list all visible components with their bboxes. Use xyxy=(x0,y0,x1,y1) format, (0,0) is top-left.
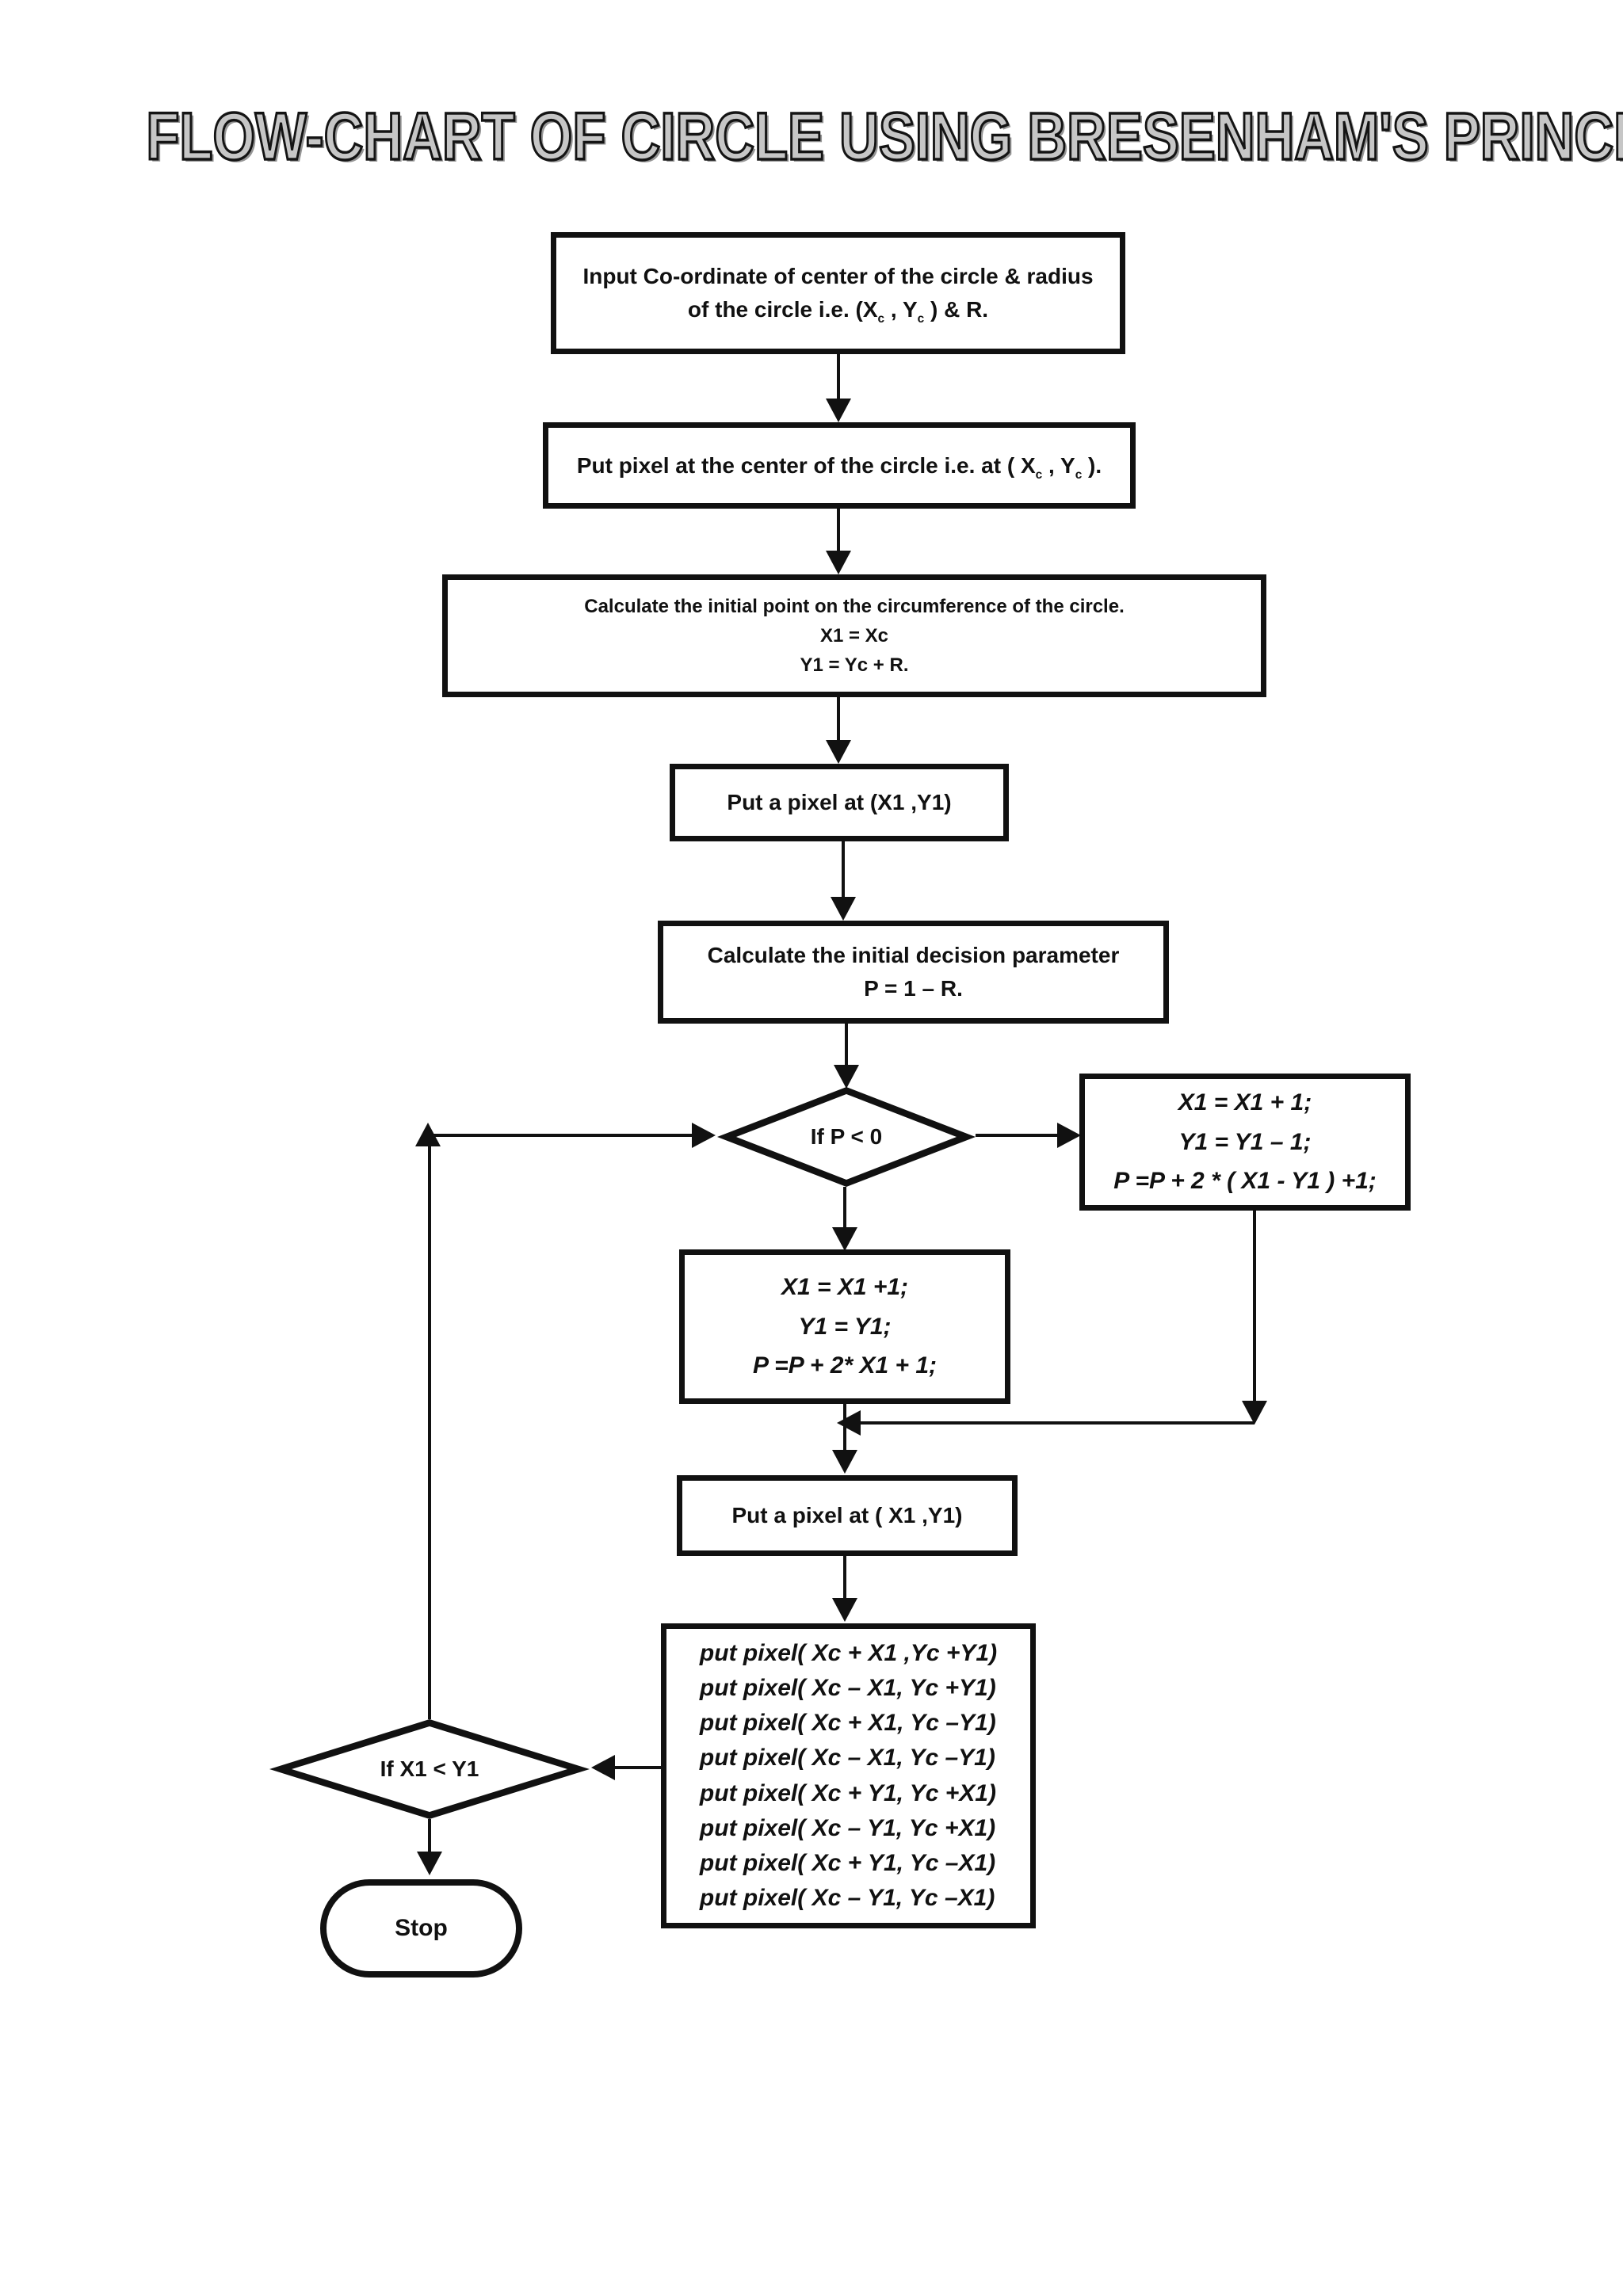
arrowhead-right-1 xyxy=(1057,1123,1081,1148)
arrowhead-left-2 xyxy=(591,1755,615,1780)
arrowhead-down-2 xyxy=(826,551,851,574)
connector-merge-horizontal xyxy=(861,1421,1254,1425)
decision-if-x1-lt-y1-face: If X1 < Y1 xyxy=(292,1726,567,1812)
decision-if-p-lt-0-label: If P < 0 xyxy=(810,1124,883,1149)
arrowhead-down-5 xyxy=(834,1065,859,1089)
arrowhead-down-6 xyxy=(832,1227,857,1251)
node-input: Input Co-ordinate of center of the circl… xyxy=(551,232,1125,354)
decision-if-p-lt-0: If P < 0 xyxy=(717,1087,976,1187)
arrowhead-down-7 xyxy=(1242,1401,1267,1425)
decision-if-x1-lt-y1: If X1 < Y1 xyxy=(269,1719,590,1819)
octant-lines: put pixel( Xc + X1 ,Yc +Y1)put pixel( Xc… xyxy=(699,1640,998,1911)
node-yes-branch-update: X1 = X1 + 1;Y1 = Y1 – 1;P =P + 2 * ( X1 … xyxy=(1079,1074,1411,1211)
node-calc-initial-point: Calculate the initial point on the circu… xyxy=(442,574,1266,697)
connector-pixel2-to-octants xyxy=(843,1556,846,1600)
connector-yes-down xyxy=(1253,1211,1256,1402)
connector-no-to-pixel2 xyxy=(843,1404,846,1451)
arrowhead-right-2 xyxy=(692,1123,716,1148)
decision-if-p-lt-0-face: If P < 0 xyxy=(736,1094,957,1180)
arrowhead-down-1 xyxy=(826,399,851,422)
connector-param-to-diamondp xyxy=(845,1024,848,1066)
connector-input-to-center xyxy=(837,354,840,400)
node-put-center-pixel: Put pixel at the center of the circle i.… xyxy=(543,422,1136,509)
arrowhead-down-10 xyxy=(417,1852,442,1875)
arrowhead-down-3 xyxy=(826,740,851,764)
arrowhead-down-4 xyxy=(831,897,856,921)
page-title: FLOW-CHART OF CIRCLE USING BRESENHAM'S P… xyxy=(145,99,1623,174)
arrowhead-left-1 xyxy=(837,1410,861,1436)
connector-octants-to-diamondxy xyxy=(615,1766,661,1769)
connector-loopback-horizontal xyxy=(428,1134,692,1137)
arrowhead-down-8 xyxy=(832,1450,857,1474)
stop-label: Stop xyxy=(395,1915,448,1941)
connector-diamondp-to-no xyxy=(843,1187,846,1229)
node-put-pixel-2: Put a pixel at ( X1 ,Y1) xyxy=(677,1475,1018,1556)
connector-loopback-vertical xyxy=(428,1146,431,1719)
connector-diamondxy-to-stop xyxy=(428,1819,431,1852)
node-calc-decision-param: Calculate the initial decision parameter… xyxy=(658,921,1169,1024)
node-put-pixel-octants: put pixel( Xc + X1 ,Yc +Y1)put pixel( Xc… xyxy=(661,1623,1036,1928)
node-stop: Stop xyxy=(320,1879,522,1978)
decision-if-x1-lt-y1-label: If X1 < Y1 xyxy=(380,1756,479,1781)
connector-pixel1-to-param xyxy=(842,841,845,898)
connector-initialpoint-to-pixel1 xyxy=(837,697,840,742)
arrowhead-down-9 xyxy=(832,1598,857,1622)
connector-center-to-initialpoint xyxy=(837,509,840,554)
connector-diamondp-to-yes xyxy=(976,1134,1057,1137)
node-put-pixel-1: Put a pixel at (X1 ,Y1) xyxy=(670,764,1009,841)
node-no-branch-update: X1 = X1 +1;Y1 = Y1;P =P + 2* X1 + 1; xyxy=(679,1249,1010,1404)
